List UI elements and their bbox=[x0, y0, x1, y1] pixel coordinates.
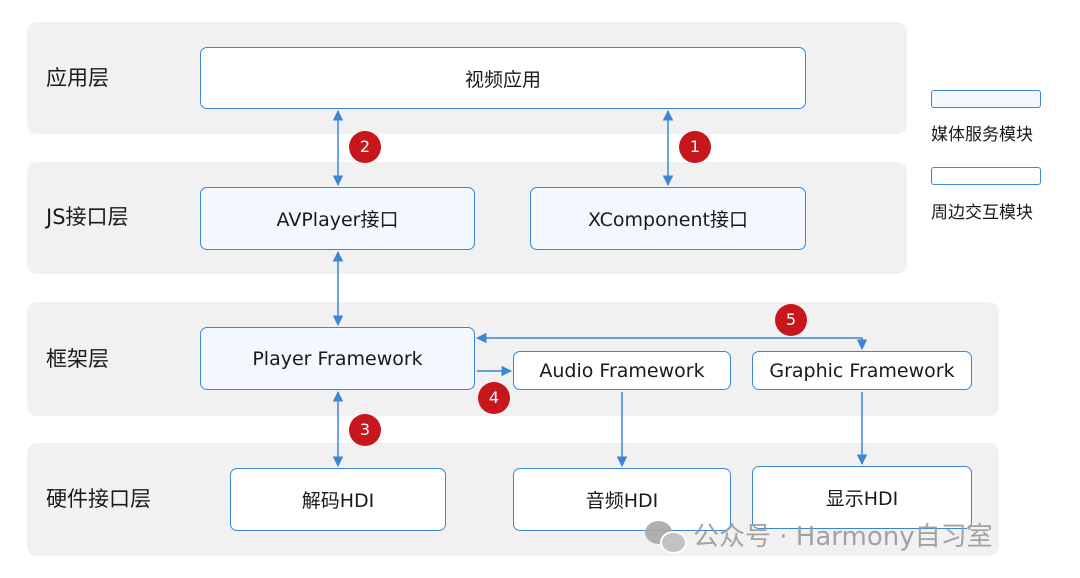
watermark: 公众号 · Harmony自习室 bbox=[645, 516, 993, 554]
app-layer-label: 应用层 bbox=[46, 66, 109, 90]
legend-peripheral-swatch bbox=[931, 167, 1041, 185]
step-badge-2: 2 bbox=[349, 131, 381, 163]
audio-framework-box[interactable]: Audio Framework bbox=[513, 351, 731, 390]
decode-hdi-box[interactable]: 解码HDI bbox=[230, 468, 446, 531]
audio-hdi-box[interactable]: 音频HDI bbox=[513, 468, 731, 531]
wechat-icon bbox=[645, 519, 687, 554]
graphic-framework-box[interactable]: Graphic Framework bbox=[752, 351, 972, 390]
watermark-text: 公众号 · Harmony自习室 bbox=[693, 522, 993, 552]
step-badge-1: 1 bbox=[679, 131, 711, 163]
xcomponent-interface-box[interactable]: XComponent接口 bbox=[530, 187, 806, 250]
display-hdi-box[interactable]: 显示HDI bbox=[752, 466, 972, 529]
js-layer-label: JS接口层 bbox=[46, 205, 129, 229]
step-badge-3: 3 bbox=[349, 414, 381, 446]
player-framework-box[interactable]: Player Framework bbox=[200, 327, 475, 390]
framework-layer-label: 框架层 bbox=[46, 347, 109, 371]
legend-media-swatch bbox=[931, 90, 1041, 108]
legend-media-label: 媒体服务模块 bbox=[931, 125, 1033, 145]
hardware-layer-label: 硬件接口层 bbox=[46, 487, 151, 511]
step-badge-4: 4 bbox=[478, 382, 510, 414]
step-badge-5: 5 bbox=[775, 304, 807, 336]
legend-peripheral-label: 周边交互模块 bbox=[931, 203, 1033, 223]
video-app-box[interactable]: 视频应用 bbox=[200, 47, 806, 109]
avplayer-interface-box[interactable]: AVPlayer接口 bbox=[200, 187, 475, 250]
